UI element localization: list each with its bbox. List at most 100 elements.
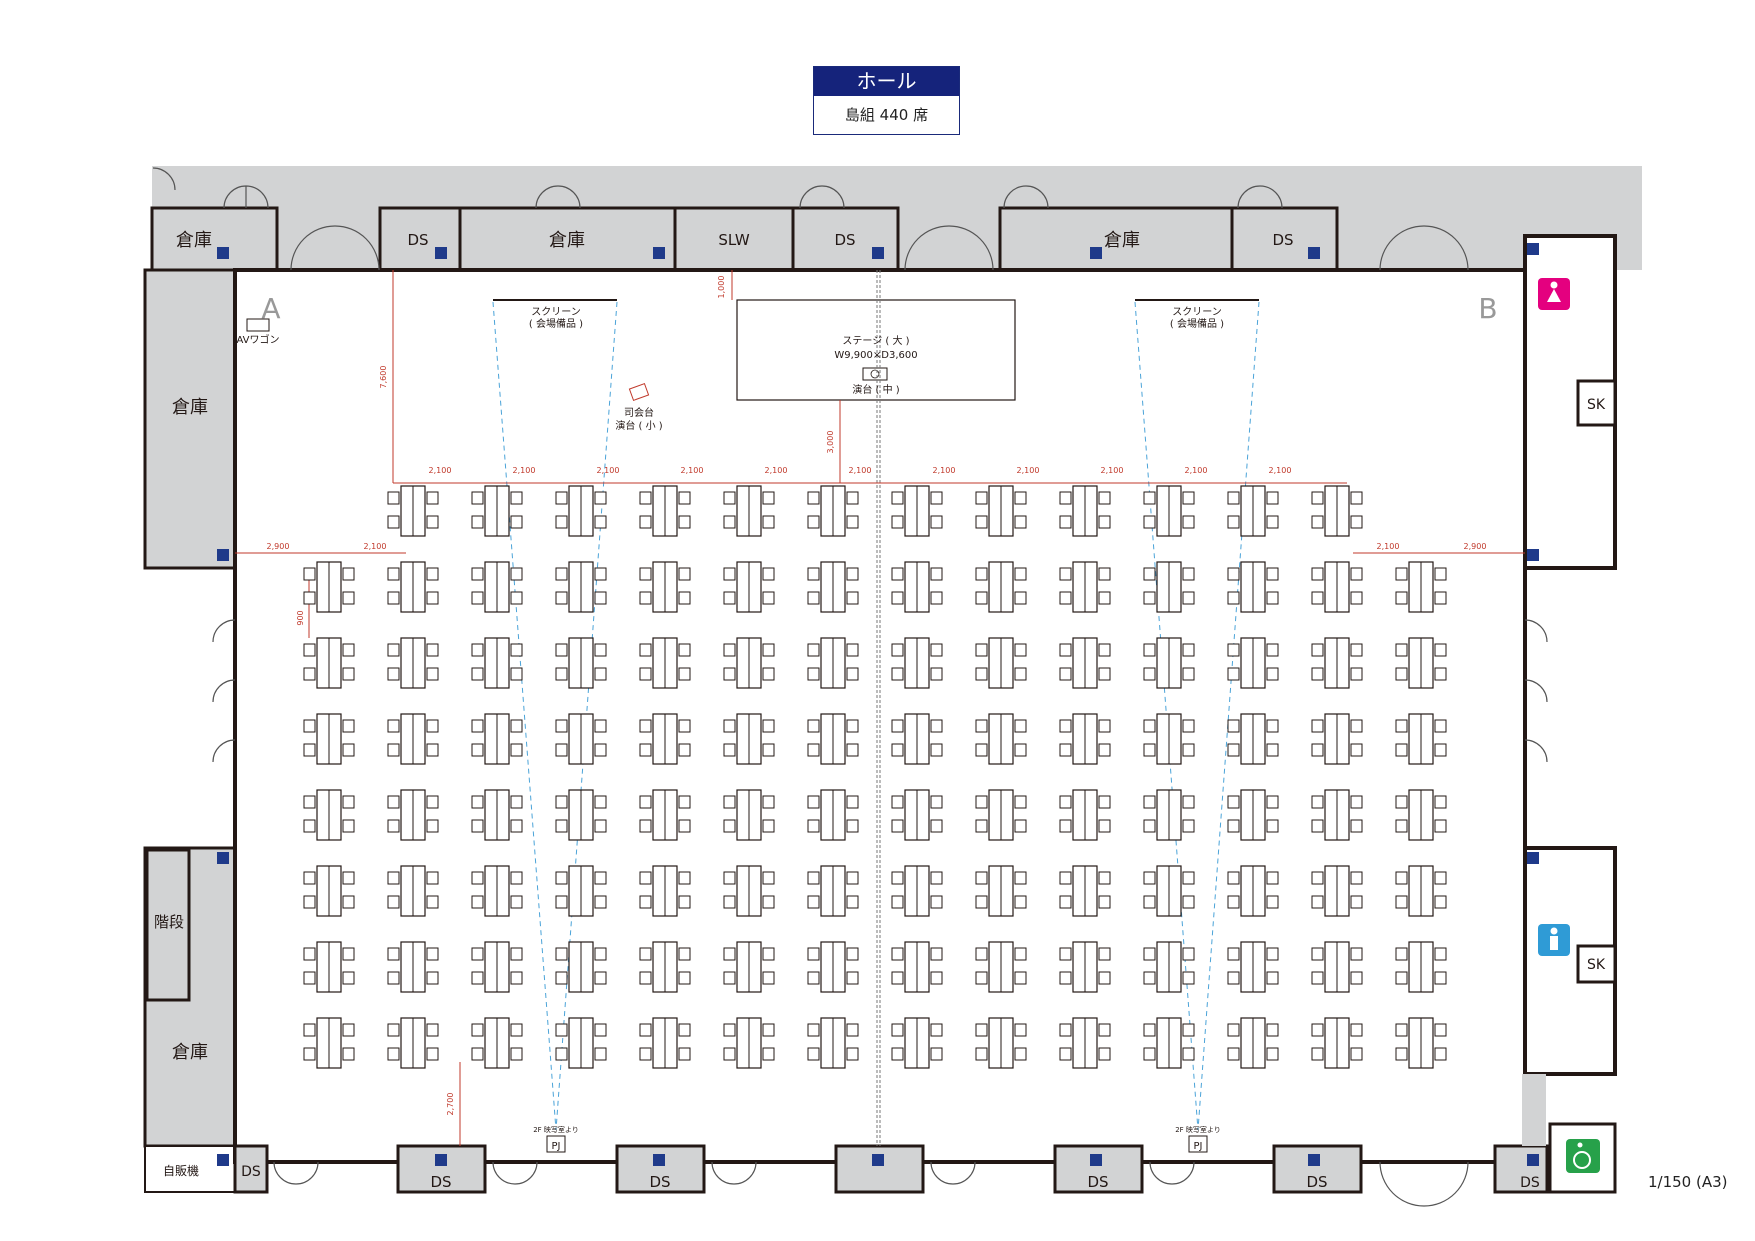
chair xyxy=(1434,719,1447,733)
chair xyxy=(846,895,859,909)
chair xyxy=(807,947,820,961)
seating-caption: 島組 440 席 xyxy=(844,106,929,124)
av-wagon-label: AVワゴン xyxy=(236,333,279,346)
chair xyxy=(1266,947,1279,961)
store-nw-label: 倉庫 xyxy=(176,230,212,251)
av-wagon xyxy=(246,318,270,332)
chair xyxy=(891,1023,904,1037)
seating-island xyxy=(807,485,859,537)
chair xyxy=(1059,947,1072,961)
chair xyxy=(1143,743,1156,757)
chair xyxy=(1266,743,1279,757)
chair xyxy=(1143,871,1156,885)
chair xyxy=(1014,743,1027,757)
chair xyxy=(510,591,523,605)
chair xyxy=(594,719,607,733)
chair xyxy=(471,895,484,909)
chair xyxy=(1143,719,1156,733)
chair xyxy=(426,871,439,885)
chair xyxy=(471,819,484,833)
female-icon-head xyxy=(1550,281,1558,289)
chair xyxy=(471,515,484,529)
chair xyxy=(303,795,316,809)
seating-island xyxy=(975,485,1027,537)
chair xyxy=(639,1047,652,1061)
chair xyxy=(594,871,607,885)
chair xyxy=(387,1023,400,1037)
chair xyxy=(1227,567,1240,581)
chair xyxy=(1227,491,1240,505)
chair xyxy=(1143,971,1156,985)
chair xyxy=(387,567,400,581)
seating-islands xyxy=(303,485,1447,1069)
chair xyxy=(723,795,736,809)
chair xyxy=(1311,1023,1324,1037)
chair xyxy=(846,515,859,529)
seating-island xyxy=(1227,1017,1279,1069)
seating-island xyxy=(639,865,691,917)
chair xyxy=(1014,491,1027,505)
chair xyxy=(1311,591,1324,605)
seating-island xyxy=(723,637,775,689)
chair xyxy=(1098,947,1111,961)
chair xyxy=(426,643,439,657)
chair xyxy=(975,591,988,605)
chair xyxy=(510,871,523,885)
chair xyxy=(1098,1023,1111,1037)
chair xyxy=(891,971,904,985)
seating-island xyxy=(303,789,355,841)
seating-island xyxy=(1227,713,1279,765)
chair xyxy=(342,819,355,833)
chair xyxy=(807,567,820,581)
chair xyxy=(639,871,652,885)
chair xyxy=(426,1047,439,1061)
seating-island xyxy=(723,713,775,765)
seating-island xyxy=(1311,485,1363,537)
chair xyxy=(891,491,904,505)
chair xyxy=(891,1047,904,1061)
chair xyxy=(1143,567,1156,581)
seating-island xyxy=(639,789,691,841)
chair xyxy=(846,1047,859,1061)
seating-island xyxy=(723,561,775,613)
chair xyxy=(1434,795,1447,809)
chair xyxy=(975,1023,988,1037)
chair xyxy=(807,643,820,657)
chair xyxy=(723,667,736,681)
chair xyxy=(1395,643,1408,657)
chair xyxy=(930,947,943,961)
chair xyxy=(1059,895,1072,909)
chair xyxy=(510,971,523,985)
seating-island xyxy=(471,637,523,689)
chair xyxy=(639,667,652,681)
chair xyxy=(471,971,484,985)
dim-col-pitch: 2,100 xyxy=(1377,542,1400,551)
seating-island xyxy=(1059,865,1111,917)
seating-island xyxy=(555,713,607,765)
chair xyxy=(807,719,820,733)
ds-b3-room xyxy=(1053,1144,1144,1194)
chair xyxy=(1014,1023,1027,1037)
chair xyxy=(1227,871,1240,885)
seating-island xyxy=(471,941,523,993)
chair xyxy=(639,971,652,985)
chair xyxy=(594,795,607,809)
seating-island xyxy=(723,941,775,993)
projector-left-note: 2F 映写室より xyxy=(533,1125,579,1134)
chair xyxy=(1014,971,1027,985)
stage-size: W9,900×D3,600 xyxy=(834,350,917,361)
sk-2-room xyxy=(1576,944,1617,984)
chair xyxy=(1182,643,1195,657)
store-n1-label: 倉庫 xyxy=(549,230,585,251)
chair xyxy=(555,591,568,605)
screen-left-line1: スクリーン xyxy=(531,306,581,318)
chair xyxy=(387,719,400,733)
chair xyxy=(303,895,316,909)
chair xyxy=(1227,947,1240,961)
seating-island xyxy=(1311,941,1363,993)
chair xyxy=(1311,567,1324,581)
chair xyxy=(1395,743,1408,757)
chair xyxy=(678,971,691,985)
chair xyxy=(1395,871,1408,885)
